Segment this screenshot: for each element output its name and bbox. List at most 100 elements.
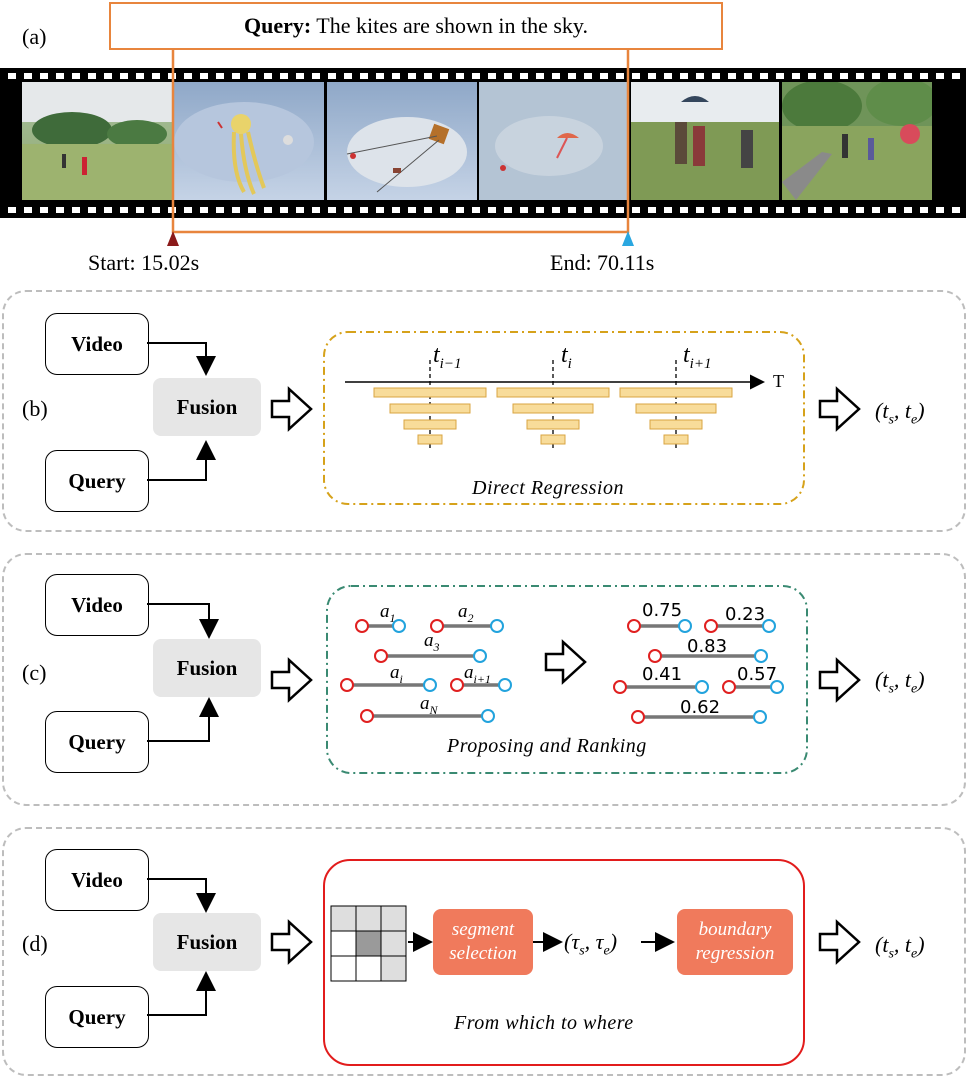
fusion-box-d: Fusion [153, 913, 261, 971]
proposal-end-point [762, 619, 776, 633]
regression-bars [373, 360, 733, 450]
perforation [776, 207, 784, 213]
regression-bar [373, 387, 487, 398]
video-frame-3 [327, 82, 477, 200]
proposals [340, 619, 784, 724]
regression-bar [403, 419, 457, 430]
perforation [344, 73, 352, 79]
query-box-c: Query [45, 711, 149, 773]
perforation [328, 207, 336, 213]
hollow-arrow-d2 [818, 919, 861, 965]
perforation [936, 73, 944, 79]
perforation [744, 207, 752, 213]
perforation [952, 73, 960, 79]
start-marker [167, 231, 179, 246]
perforation [632, 207, 640, 213]
perforation [520, 73, 528, 79]
perforation [328, 73, 336, 79]
perforation [680, 207, 688, 213]
label-a1: a1 [380, 601, 396, 625]
video-frame-4 [479, 82, 629, 200]
perforation [136, 207, 144, 213]
perforation [152, 73, 160, 79]
proposal-start-point [355, 619, 369, 633]
perforation [216, 207, 224, 213]
score-5: 0.57 [737, 664, 778, 685]
perforation [648, 207, 656, 213]
perforation [360, 73, 368, 79]
perforation [856, 73, 864, 79]
regression-bar [496, 387, 610, 398]
perforation [40, 73, 48, 79]
proposal-end-point [473, 649, 487, 663]
perforation [616, 207, 624, 213]
perforation [936, 207, 944, 213]
perforation [904, 73, 912, 79]
selection-bracket [167, 48, 634, 246]
video-frame-5 [631, 82, 779, 200]
proposal-end-point [678, 619, 692, 633]
perforation [904, 207, 912, 213]
regression-bar [526, 419, 580, 430]
score-2: 0.23 [725, 604, 766, 625]
perforation [712, 207, 720, 213]
perforation [792, 73, 800, 79]
proposal-end-point [490, 619, 504, 633]
perforation [184, 73, 192, 79]
perforation [360, 207, 368, 213]
perforation [776, 73, 784, 79]
query-prefix: Query: [244, 13, 312, 38]
perforation [264, 73, 272, 79]
perforation [536, 73, 544, 79]
perforation [456, 73, 464, 79]
hollow-arrow-c2 [818, 657, 861, 703]
perforation [72, 207, 80, 213]
video-frame-2 [174, 82, 324, 200]
perforation [216, 73, 224, 79]
perforation [104, 207, 112, 213]
query-box-d: Query [45, 986, 149, 1048]
hollow-arrow-b1 [270, 386, 313, 432]
label-aN: aN [420, 693, 438, 717]
perforation [56, 207, 64, 213]
perforation [456, 207, 464, 213]
perforation [808, 207, 816, 213]
caption-which-where: From which to where [454, 1012, 634, 1034]
which-where-box [323, 859, 805, 1066]
proposal-end-point [770, 680, 784, 694]
proposal-end-point [392, 619, 406, 633]
perforation [344, 207, 352, 213]
perforation [488, 73, 496, 79]
label-a3: a3 [424, 630, 440, 654]
perforation [664, 207, 672, 213]
score-1: 0.75 [642, 600, 683, 621]
end-marker [622, 231, 634, 246]
perforation [808, 73, 816, 79]
score-6: 0.62 [680, 697, 721, 718]
perforation [376, 207, 384, 213]
proposal-start-point [613, 680, 627, 694]
perforation [568, 207, 576, 213]
perforation [504, 73, 512, 79]
regression-bar [649, 419, 703, 430]
perforation [408, 73, 416, 79]
perforation [424, 207, 432, 213]
perforation [232, 207, 240, 213]
perforation [760, 73, 768, 79]
proposal-start-point [631, 710, 645, 724]
perforation [888, 73, 896, 79]
perforation [552, 207, 560, 213]
perforation [728, 73, 736, 79]
perforation [824, 73, 832, 79]
perforation [88, 73, 96, 79]
perforation [600, 207, 608, 213]
perforation [568, 73, 576, 79]
perforation [600, 73, 608, 79]
output-c: (ts, te) [875, 667, 925, 697]
perforation [424, 73, 432, 79]
proposal-end-point [695, 680, 709, 694]
perforation [440, 73, 448, 79]
perforation [632, 73, 640, 79]
perforation [72, 73, 80, 79]
